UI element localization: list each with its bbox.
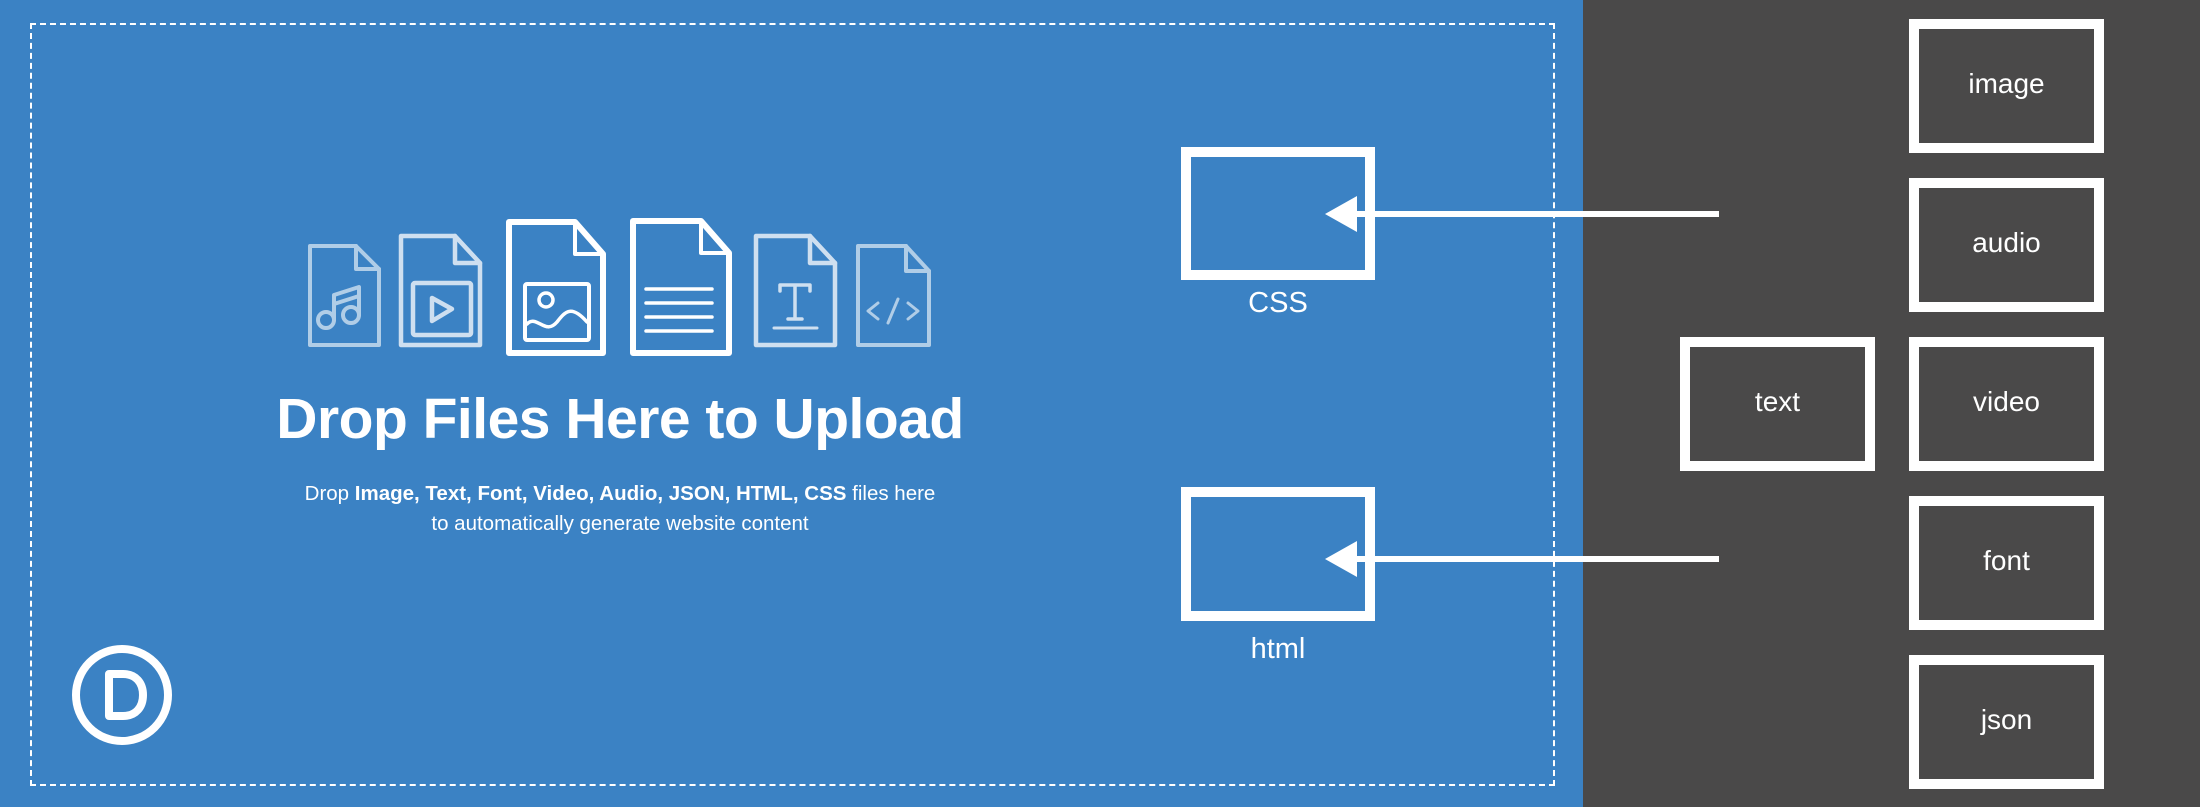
video-file-icon: [397, 233, 483, 348]
image-source-box[interactable]: image: [1909, 19, 2104, 153]
font-file-icon: [752, 233, 838, 348]
document-file-icon: [629, 217, 733, 357]
audio-source-box[interactable]: audio: [1909, 178, 2104, 312]
image-source-label: image: [1968, 68, 2045, 99]
css-arrow-head-icon: [1325, 196, 1357, 232]
audio-file-icon: [306, 243, 382, 348]
video-source-box[interactable]: video: [1909, 337, 2104, 471]
drop-zone-subtitle: Drop Image, Text, Font, Video, Audio, JS…: [220, 479, 1020, 539]
subtitle-line-2: to automatically generate website conten…: [431, 512, 809, 535]
subtitle-file-types: Image, Text, Font, Video, Audio, JSON, H…: [354, 482, 847, 505]
css-target-label: CSS: [1248, 287, 1308, 319]
json-source-box[interactable]: json: [1909, 655, 2104, 789]
json-source-label: json: [1980, 704, 2033, 735]
text-source-label: text: [1754, 386, 1801, 417]
audio-source-label: audio: [1972, 227, 2041, 258]
font-source-box[interactable]: font: [1909, 496, 2104, 630]
text-source-box[interactable]: text: [1680, 337, 1875, 471]
html-arrow-line: [1350, 556, 1719, 562]
subtitle-suffix: files here: [846, 482, 936, 505]
image-file-icon: [505, 218, 607, 357]
html-target-label: html: [1250, 633, 1306, 665]
subtitle-line-1: Drop Image, Text, Font, Video, Audio, JS…: [220, 479, 1020, 509]
html-target-box[interactable]: [1181, 487, 1375, 621]
drop-zone-title: Drop Files Here to Upload: [276, 387, 964, 451]
code-file-icon: [854, 243, 932, 348]
html-arrow-head-icon: [1325, 541, 1357, 577]
drop-zone-dashed-border: [30, 23, 1555, 786]
font-source-label: font: [1983, 545, 2030, 576]
video-source-label: video: [1973, 386, 2040, 417]
css-arrow-line: [1350, 211, 1719, 217]
divi-logo-icon: [71, 644, 173, 746]
subtitle-prefix: Drop: [304, 482, 355, 505]
drop-zone[interactable]: Drop Files Here to Upload Drop Image, Te…: [0, 0, 1583, 807]
